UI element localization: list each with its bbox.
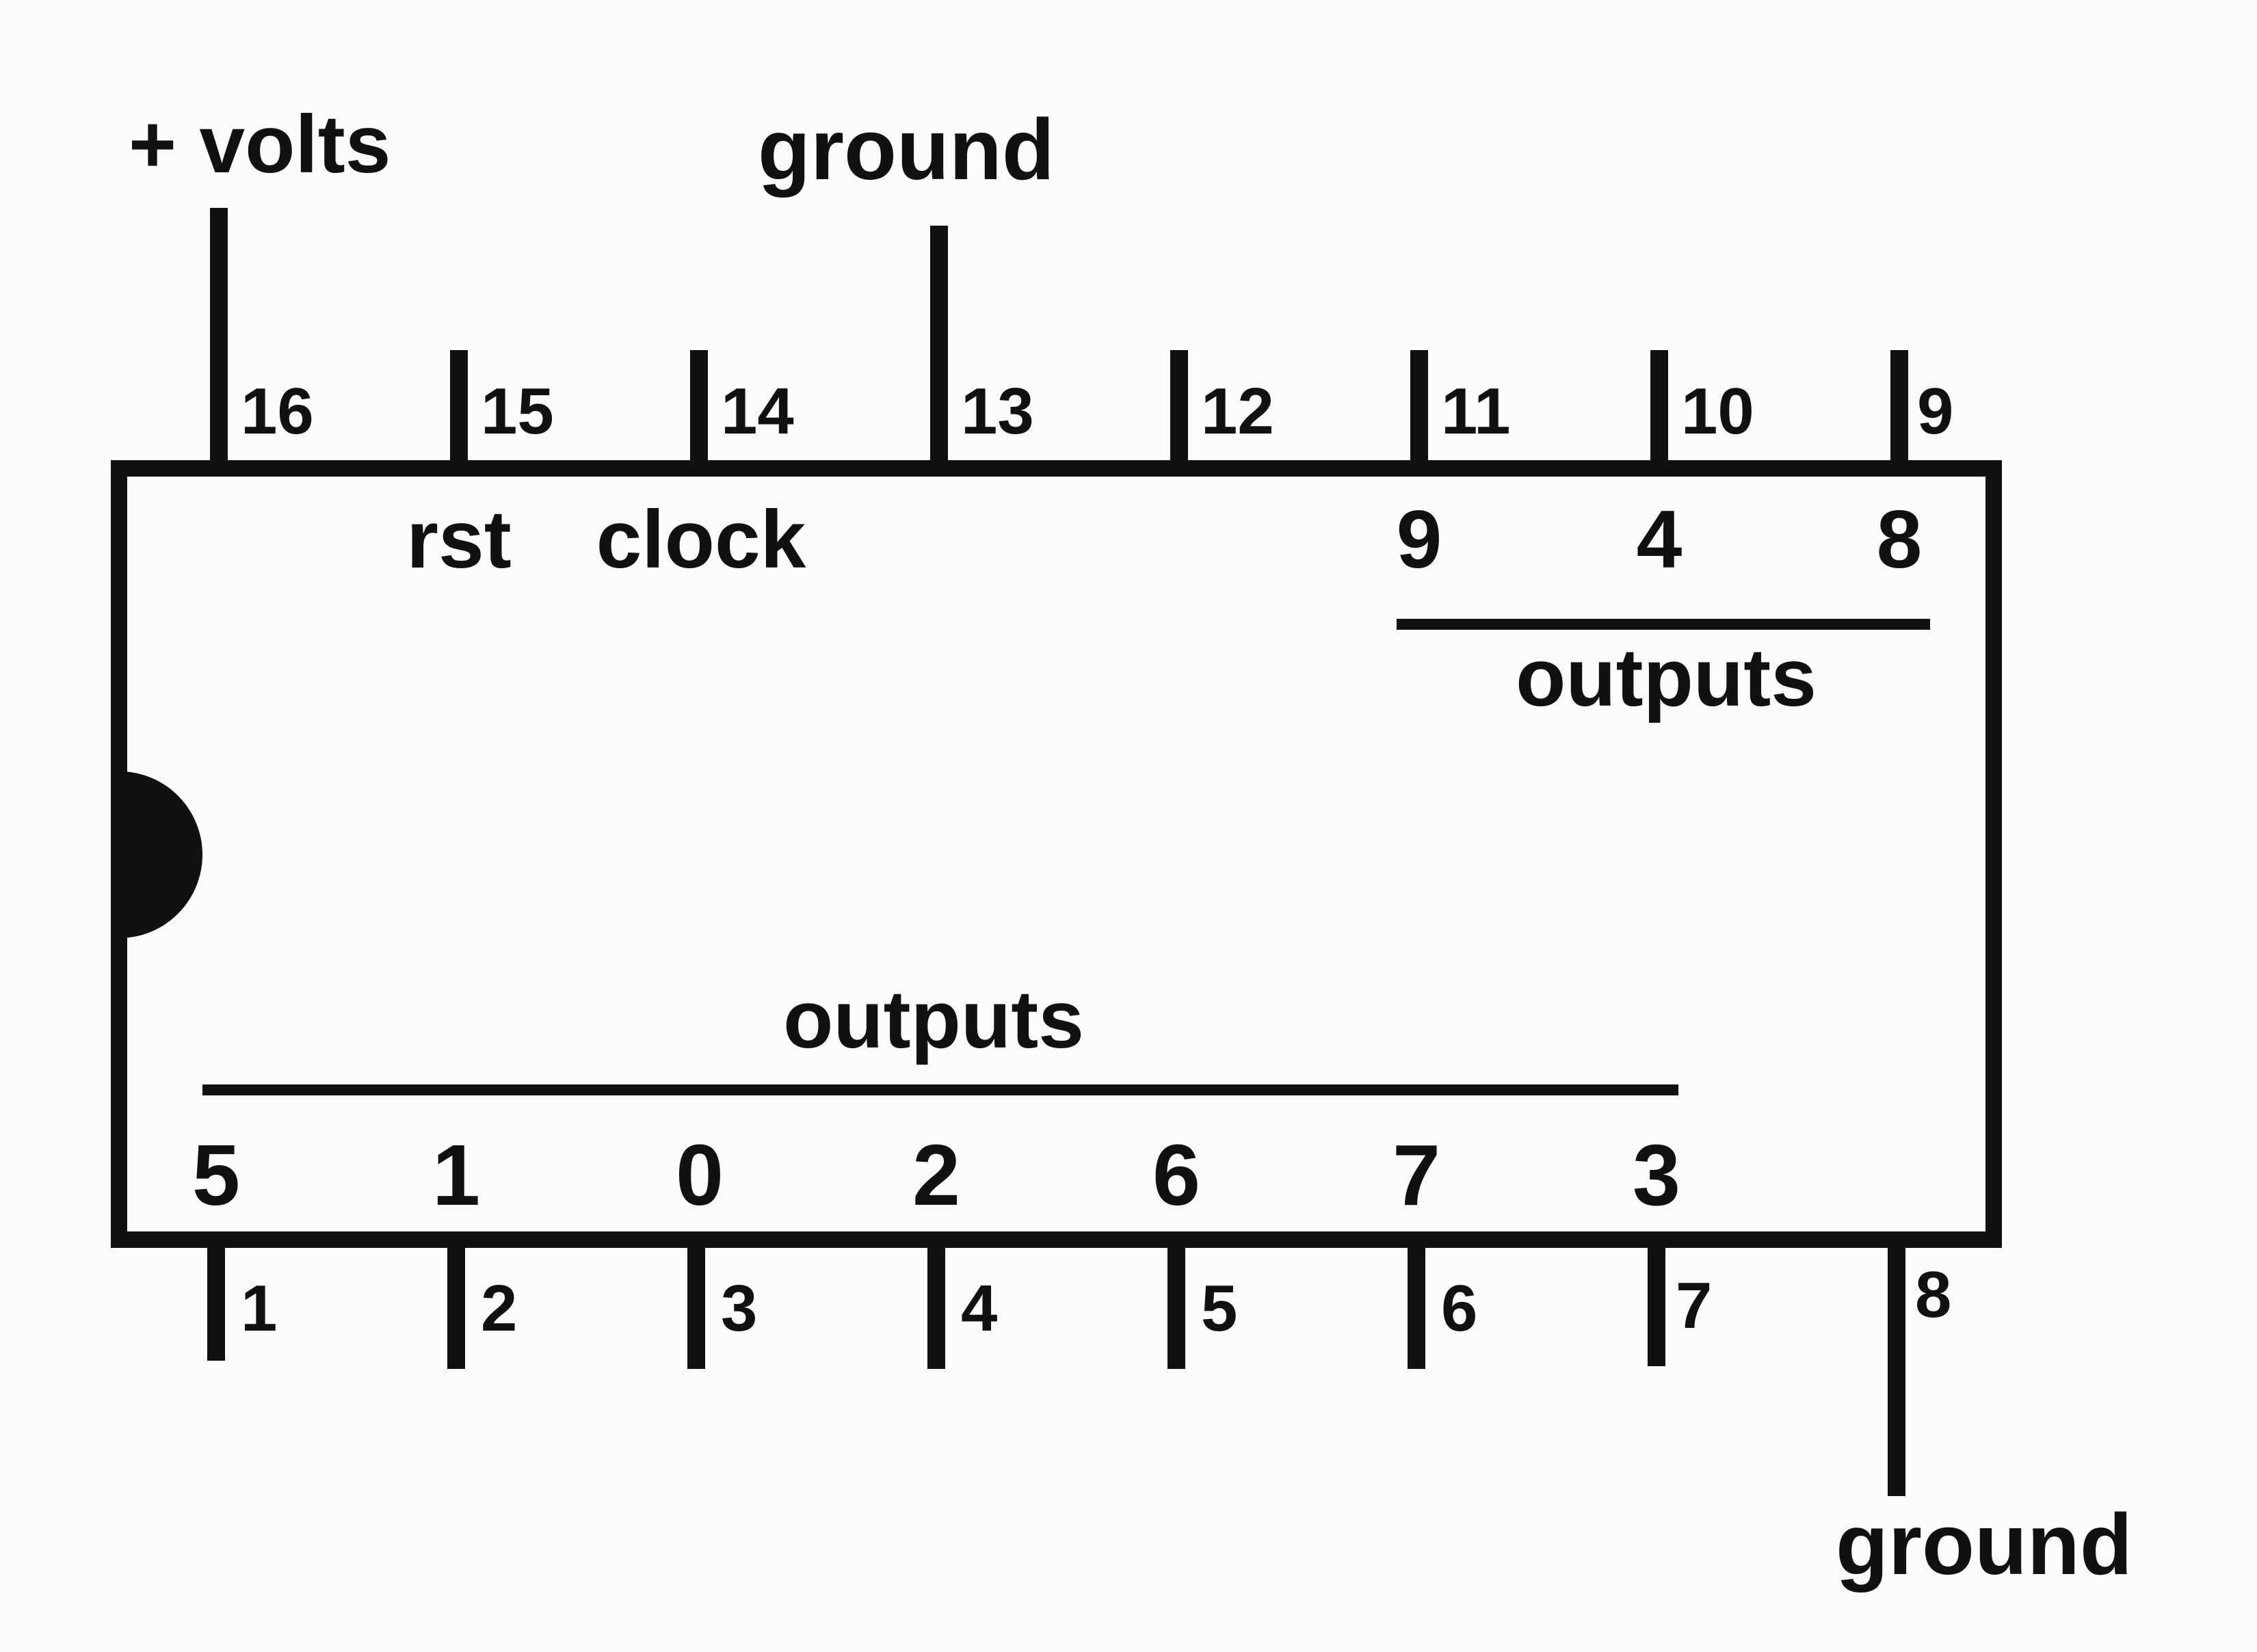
pin-14-number: 14 [721, 375, 794, 448]
reset-label: rst [406, 494, 511, 585]
pin-6-number: 6 [1441, 1272, 1477, 1345]
pin-4-number: 4 [961, 1272, 997, 1345]
pin-3-number: 3 [721, 1272, 757, 1345]
output-number: 4 [1637, 494, 1682, 585]
supply-voltage-label: + volts [129, 98, 391, 190]
output-number: 7 [1393, 1127, 1440, 1223]
orientation-notch [119, 771, 202, 938]
output-number: 2 [912, 1127, 960, 1223]
pin-12-number: 12 [1201, 375, 1274, 448]
output-number: 0 [676, 1127, 724, 1223]
output-number: 5 [192, 1127, 240, 1223]
pin-13-number: 13 [961, 375, 1034, 448]
pin-7-number: 7 [1676, 1269, 1712, 1342]
pin-5-number: 5 [1201, 1272, 1237, 1345]
output-number: 1 [432, 1127, 480, 1223]
ground-bottom-label: ground [1836, 1496, 2133, 1593]
output-number: 3 [1633, 1127, 1680, 1223]
output-number: 9 [1397, 494, 1442, 585]
pin-1-number: 1 [241, 1272, 277, 1345]
output-number: 6 [1152, 1127, 1200, 1223]
pin-15-number: 15 [481, 375, 554, 448]
top-outputs-label: outputs [1516, 632, 1817, 723]
clock-label: clock [596, 494, 806, 585]
chip-body [111, 460, 2002, 1248]
ground-top-label: ground [758, 101, 1055, 198]
bottom-outputs-label: outputs [783, 974, 1084, 1065]
pin-8-number: 8 [1915, 1258, 1951, 1331]
pin-2-number: 2 [481, 1272, 517, 1345]
pin-16-number: 16 [241, 375, 314, 448]
output-number: 8 [1877, 494, 1923, 585]
pin-11-number: 11 [1441, 375, 1510, 448]
pin-10-number: 10 [1681, 375, 1754, 448]
pin-9-number: 9 [1917, 375, 1953, 448]
